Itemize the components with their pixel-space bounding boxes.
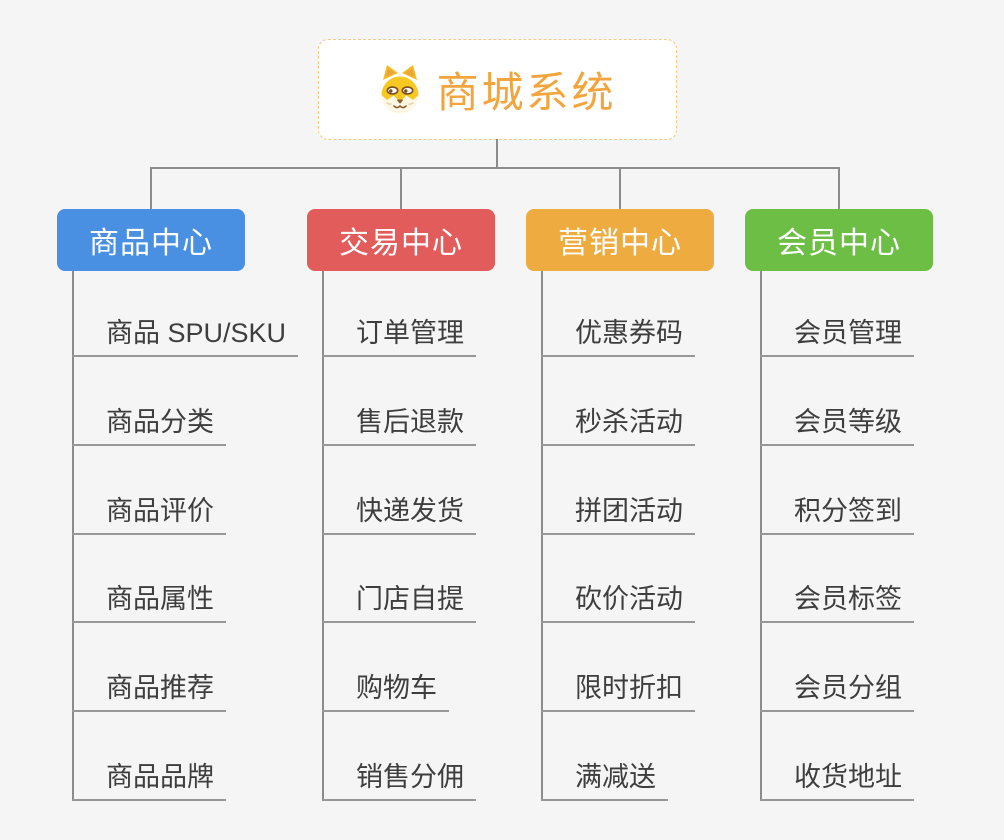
leaf-item[interactable]: 购物车 bbox=[322, 670, 449, 712]
leaf-item[interactable]: 订单管理 bbox=[322, 315, 476, 357]
leaf-item[interactable]: 会员管理 bbox=[760, 315, 914, 357]
leaf-item[interactable]: 门店自提 bbox=[322, 581, 476, 623]
connector-root-stub bbox=[496, 139, 498, 169]
leaf-item[interactable]: 秒杀活动 bbox=[541, 404, 695, 446]
leaf-item[interactable]: 会员标签 bbox=[760, 581, 914, 623]
leaf-item[interactable]: 销售分佣 bbox=[322, 759, 476, 801]
branch-node[interactable]: 营销中心 bbox=[526, 209, 714, 271]
root-title: 商城系统 bbox=[436, 69, 617, 116]
leaf-item[interactable]: 优惠券码 bbox=[541, 315, 695, 357]
leaf-item[interactable]: 会员分组 bbox=[760, 670, 914, 712]
doge-icon bbox=[378, 64, 422, 116]
leaf-item[interactable]: 商品评价 bbox=[72, 493, 226, 535]
connector-branch-stub bbox=[400, 167, 402, 211]
leaf-item[interactable]: 收货地址 bbox=[760, 759, 914, 801]
leaf-item[interactable]: 商品推荐 bbox=[72, 670, 226, 712]
connector-trunk bbox=[72, 271, 74, 801]
connector-trunk bbox=[541, 271, 543, 801]
leaf-item[interactable]: 拼团活动 bbox=[541, 493, 695, 535]
connector-branch-stub bbox=[838, 167, 840, 211]
branch-node[interactable]: 交易中心 bbox=[307, 209, 495, 271]
leaf-item[interactable]: 售后退款 bbox=[322, 404, 476, 446]
leaf-item[interactable]: 积分签到 bbox=[760, 493, 914, 535]
leaf-item[interactable]: 会员等级 bbox=[760, 404, 914, 446]
connector-branch-stub bbox=[150, 167, 152, 211]
branch-node[interactable]: 商品中心 bbox=[57, 209, 245, 271]
connector-trunk bbox=[322, 271, 324, 801]
leaf-item[interactable]: 商品分类 bbox=[72, 404, 226, 446]
leaf-item[interactable]: 限时折扣 bbox=[541, 670, 695, 712]
leaf-item[interactable]: 满减送 bbox=[541, 759, 668, 801]
connector-rail bbox=[150, 167, 839, 169]
branch-node[interactable]: 会员中心 bbox=[745, 209, 933, 271]
leaf-item[interactable]: 商品 SPU/SKU bbox=[72, 315, 299, 357]
leaf-item[interactable]: 商品品牌 bbox=[72, 759, 226, 801]
leaf-item[interactable]: 快递发货 bbox=[322, 493, 476, 535]
leaf-item[interactable]: 砍价活动 bbox=[541, 581, 695, 623]
root-node[interactable]: 商城系统 bbox=[318, 39, 677, 140]
connector-trunk bbox=[760, 271, 762, 801]
leaf-item[interactable]: 商品属性 bbox=[72, 581, 226, 623]
connector-branch-stub bbox=[619, 167, 621, 211]
